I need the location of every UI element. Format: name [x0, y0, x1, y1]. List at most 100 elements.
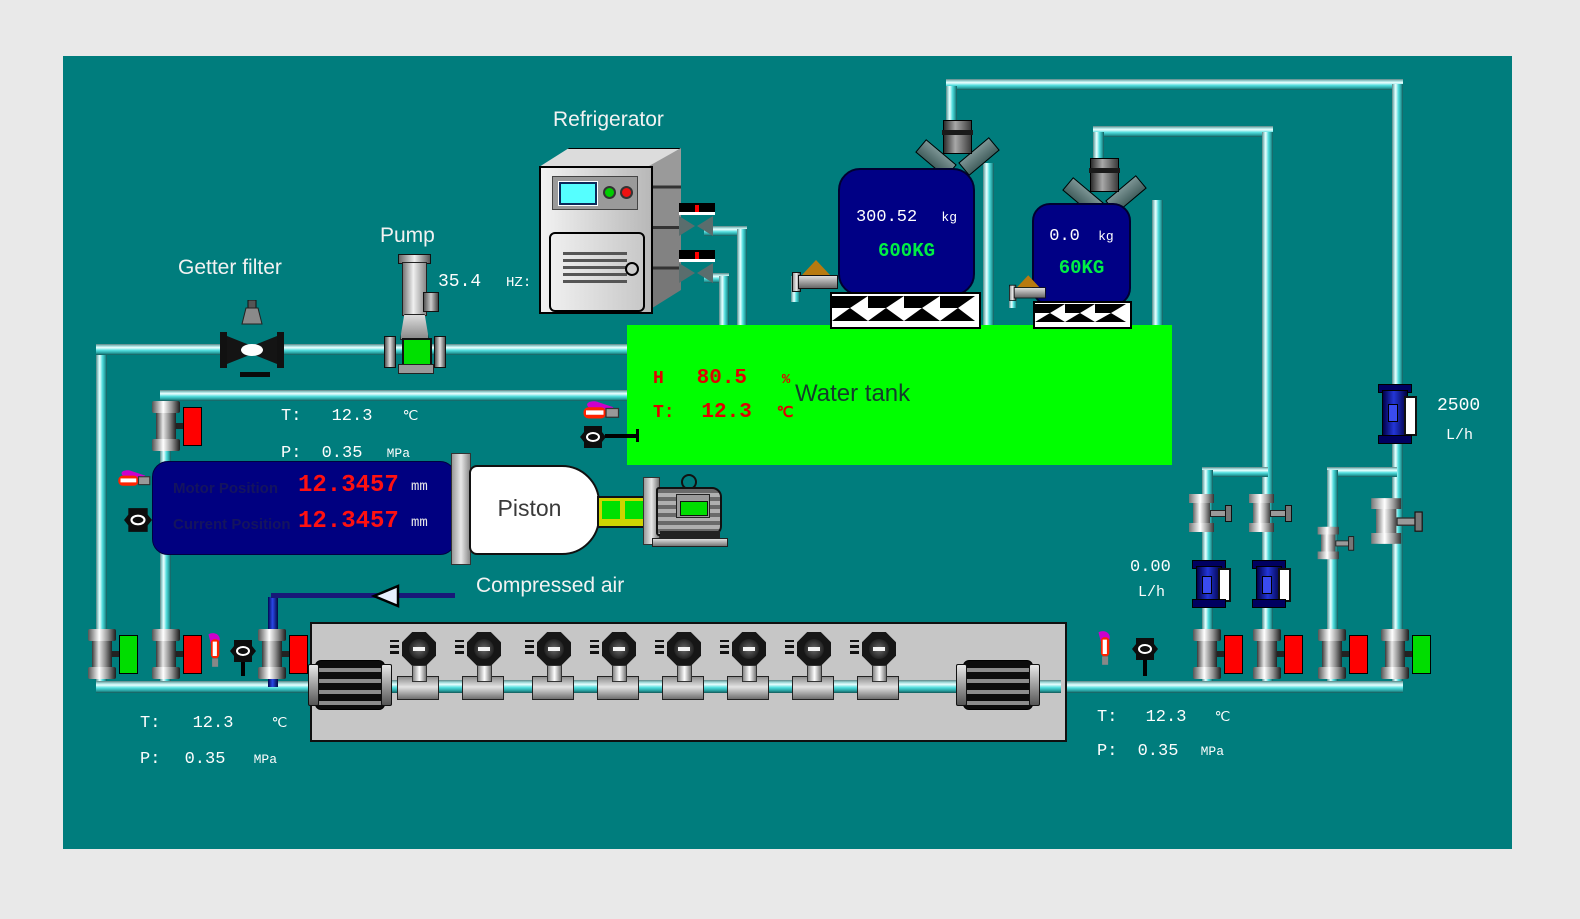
- valve-branch-2[interactable]: [1249, 494, 1293, 532]
- motor-terminal-box: [676, 494, 710, 518]
- valve-body-icon: [152, 629, 180, 679]
- tank-level-unit: %: [781, 372, 791, 388]
- getter-filter[interactable]: [220, 300, 284, 380]
- pump-side-valve[interactable]: [423, 292, 439, 312]
- valve-bottom-right-1[interactable]: [1193, 629, 1243, 679]
- hopper-small-capacity: 60KG: [1058, 257, 1105, 279]
- valve-branch-3[interactable]: [1317, 526, 1355, 560]
- inlet-temp-unit: ℃: [402, 409, 419, 425]
- pressure-sensor-4[interactable]: [590, 632, 644, 684]
- hopper-large-drain-valve[interactable]: [792, 260, 838, 292]
- pressure-sensor-3[interactable]: [525, 632, 579, 684]
- pump-base: [398, 364, 434, 374]
- hopper-small-weight: 0.0: [1049, 227, 1080, 246]
- pressure-sensor-2[interactable]: [455, 632, 509, 684]
- manual-valve-icon[interactable]: [230, 638, 256, 664]
- valve-main-riser[interactable]: [1371, 498, 1424, 544]
- motor-position-value: 12.3457: [298, 472, 399, 499]
- manual-valve-icon[interactable]: [580, 424, 606, 450]
- valve-bottom-right-2[interactable]: [1253, 629, 1303, 679]
- br-temp-value: 12.3: [1145, 708, 1187, 727]
- valve-bottom-left-2[interactable]: [152, 629, 202, 679]
- hopper-small-drain-valve[interactable]: [1009, 275, 1046, 301]
- valve-air-line[interactable]: [258, 629, 308, 679]
- piston[interactable]: Piston: [469, 465, 600, 555]
- bl-temp-value: 12.3: [192, 714, 234, 733]
- hopper2-splitter: [1062, 158, 1147, 216]
- valve-status-tag-green: [1412, 635, 1431, 674]
- valve-bottom-right-3[interactable]: [1318, 629, 1368, 679]
- pipe-bottom-header-right: [1057, 681, 1403, 693]
- valve-body-icon: [1381, 629, 1409, 679]
- br-press-unit: MPa: [1200, 744, 1225, 759]
- inlet-press-label: P:: [281, 444, 302, 463]
- pressure-sensor-5[interactable]: [655, 632, 709, 684]
- valve-status-tag-red: [1349, 635, 1368, 674]
- motor-foot-plate: [652, 538, 728, 547]
- pipe-fridge-down-2: [719, 276, 729, 328]
- fridge-valve-1-cap: [679, 203, 715, 215]
- water-tank[interactable]: H 80.5 % T: 12.3 ℃ Water tank: [627, 325, 1172, 465]
- refrigerator-door[interactable]: [549, 232, 645, 312]
- valve-branch-1[interactable]: [1189, 494, 1233, 532]
- valve-body-icon: [1193, 629, 1221, 679]
- door-lock-icon: [625, 262, 639, 276]
- hopper-small[interactable]: 0.0 kg 60KG: [1032, 203, 1131, 306]
- fridge-valve-2-cap: [679, 250, 715, 262]
- refrigerator-display: [558, 181, 598, 206]
- pipe-left-riser-1: [96, 348, 107, 692]
- br-press-value: 0.35: [1137, 742, 1179, 761]
- flow-meter-branch-1[interactable]: [1192, 560, 1231, 608]
- pressure-sensor-1[interactable]: [390, 632, 444, 684]
- pressure-sensor-8[interactable]: [850, 632, 904, 684]
- flow-meter-main[interactable]: [1378, 384, 1417, 444]
- valve-bottom-right-4[interactable]: [1381, 629, 1431, 679]
- red-led-icon: [620, 186, 633, 199]
- pipe-branch-down-2: [1327, 470, 1338, 683]
- inlet-temp-label: T:: [281, 407, 302, 426]
- fridge-valve-2[interactable]: [679, 263, 695, 283]
- valve-cone-icon: [802, 260, 830, 275]
- pipe-tee-sleeve: [532, 676, 574, 700]
- fridge-valve-1[interactable]: [679, 216, 695, 236]
- pump-flange-right: [434, 336, 446, 368]
- pump-label: Pump: [380, 224, 435, 247]
- pipe-bottom-header-left: [96, 681, 316, 693]
- refrigerator[interactable]: [539, 166, 653, 314]
- manual-valve-icon[interactable]: [1132, 636, 1158, 662]
- manual-valve-icon[interactable]: [124, 506, 152, 534]
- valve-body-icon: [1318, 629, 1346, 679]
- flow-marks-icon: [850, 640, 859, 654]
- valve-cone-icon: [1017, 275, 1040, 288]
- bl-temp-label: T:: [140, 714, 161, 733]
- current-position-unit: mm: [411, 515, 428, 531]
- pipe-fridge-down-1: [737, 229, 747, 328]
- pipe-coupler-left: [308, 660, 392, 710]
- valve-status-tag-red: [289, 635, 308, 674]
- pump-flange-left: [384, 336, 396, 368]
- valve-body-icon: [1189, 494, 1214, 532]
- flow-marks-icon: [785, 640, 794, 654]
- pressure-sensor-6[interactable]: [720, 632, 774, 684]
- valve-status-tag-red: [1224, 635, 1243, 674]
- pump-cylinder[interactable]: [402, 262, 427, 316]
- igniter-icon: [1098, 631, 1110, 665]
- valve-status-tag-red: [183, 635, 202, 674]
- pipe-top-feed-2: [1093, 126, 1273, 137]
- flow-marks-icon: [590, 640, 599, 654]
- valve-tank-inlet[interactable]: [152, 401, 202, 451]
- valve-bottom-left-1[interactable]: [88, 629, 138, 679]
- igniter-icon: [583, 401, 620, 419]
- hopper-large[interactable]: 300.52 kg 600KG: [838, 168, 975, 296]
- main-flow-value: 2500: [1437, 396, 1481, 416]
- splitter-body-icon: [942, 120, 973, 154]
- flow-marks-icon: [525, 640, 534, 654]
- pressure-sensor-7[interactable]: [785, 632, 839, 684]
- flow-meter-branch-2[interactable]: [1252, 560, 1291, 608]
- valve-body-icon: [88, 629, 116, 679]
- pipe-branch-elbow-2: [1327, 467, 1397, 477]
- valve-body-icon: [152, 401, 180, 451]
- inlet-press-value: 0.35: [321, 444, 363, 463]
- igniter-icon: [118, 470, 151, 486]
- pump-frequency-value: 35.4: [438, 272, 482, 292]
